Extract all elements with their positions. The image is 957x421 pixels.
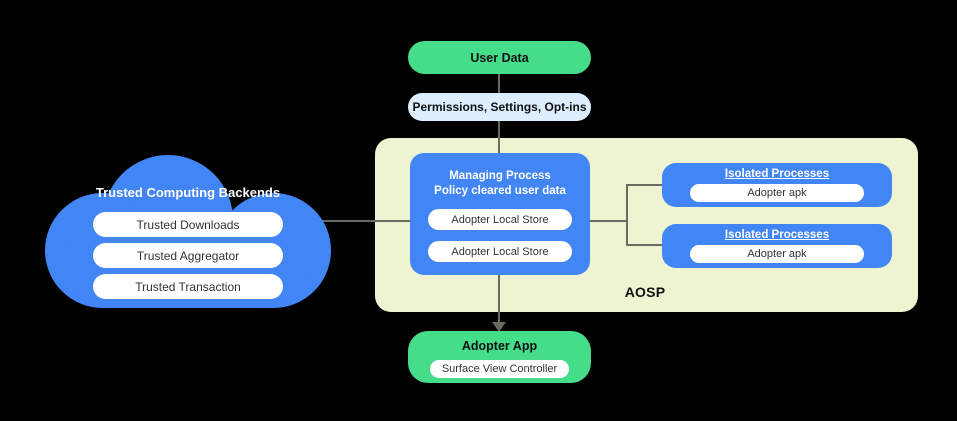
connector-permissions-managing-process [498,120,500,153]
cloud-item-trusted-downloads[interactable]: Trusted Downloads [93,212,283,237]
isolated-process-card-2[interactable]: Isolated Processes Adopter apk [662,224,892,268]
cloud-title: Trusted Computing Backends [95,185,281,200]
surface-view-controller[interactable]: Surface View Controller [430,360,569,378]
permissions-settings-optins-node[interactable]: Permissions, Settings, Opt-ins [408,93,591,121]
trusted-computing-cloud: Trusted Computing Backends Trusted Downl… [45,155,331,308]
connector-split-to-isolated-1 [626,184,666,186]
adopter-local-store-1[interactable]: Adopter Local Store [428,209,572,230]
isolated-process-title-2[interactable]: Isolated Processes [724,229,830,241]
aosp-label: AOSP [624,284,666,300]
adopter-apk-2[interactable]: Adopter apk [690,245,864,263]
cloud-item-trusted-aggregator[interactable]: Trusted Aggregator [93,243,283,268]
isolated-process-card-1[interactable]: Isolated Processes Adopter apk [662,163,892,207]
connector-split-to-isolated-2 [626,244,666,246]
user-data-node[interactable]: User Data [408,41,591,74]
cloud-item-trusted-transaction[interactable]: Trusted Transaction [93,274,283,299]
adopter-local-store-2[interactable]: Adopter Local Store [428,241,572,262]
arrow-down-icon [492,322,506,332]
managing-process-title-line2: Policy cleared user data [434,185,566,197]
connector-split-vertical [626,185,628,246]
connector-userdata-permissions [498,72,500,94]
connector-cloud-managing-process [322,220,412,222]
connector-managing-process-adopter-app [498,275,500,325]
connector-managing-process-split [588,220,628,222]
adopter-app-card[interactable]: Adopter App Surface View Controller [408,331,591,383]
adopter-apk-1[interactable]: Adopter apk [690,184,864,202]
managing-process-title-line1: Managing Process [449,170,551,182]
isolated-process-title-1[interactable]: Isolated Processes [724,168,830,180]
adopter-app-title: Adopter App [461,339,538,353]
